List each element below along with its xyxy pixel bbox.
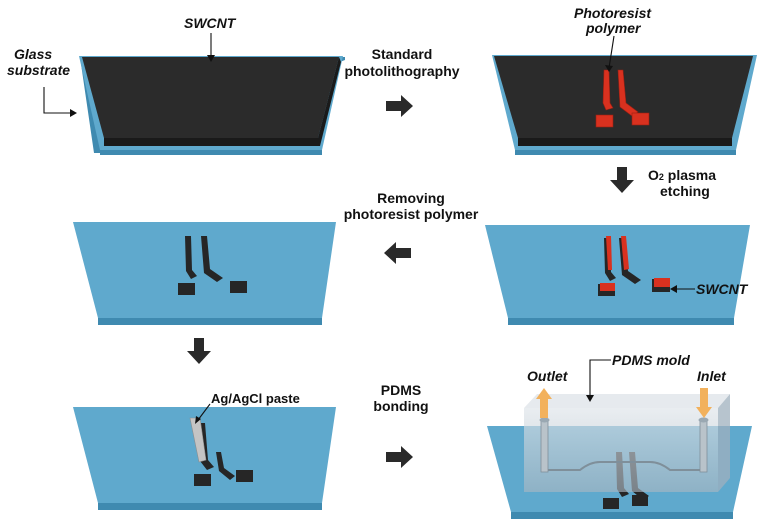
photoresist-leader xyxy=(608,35,615,69)
panel-3-etched xyxy=(485,225,750,325)
photoresist-leader-head xyxy=(605,65,613,72)
swcnt-film-front xyxy=(518,138,732,146)
agagcl-leader xyxy=(197,403,211,421)
step-removing-line2: photoresist polymer xyxy=(343,206,479,222)
microfluidic-channel xyxy=(545,461,705,471)
swcnt-film-front xyxy=(104,138,318,146)
panel-5-agagcl xyxy=(73,407,336,510)
leader-lines xyxy=(43,33,695,424)
arrow-left-1 xyxy=(384,242,411,264)
swcnt-film-top xyxy=(82,57,339,138)
pdms-mold-body xyxy=(524,408,718,492)
etched-swcnt-with-photoresist xyxy=(598,236,670,296)
step-o2-plasma-line1: O2 plasma xyxy=(648,168,716,183)
inlet-label: Inlet xyxy=(697,368,726,384)
panel-6-pdms-device xyxy=(487,388,752,519)
glass-substrate-front xyxy=(98,318,322,325)
step-removing-line1: Removing xyxy=(377,190,445,206)
photoresist-label-line2: polymer xyxy=(586,20,641,36)
agagcl-paste-label: Ag/AgCl paste xyxy=(211,391,300,406)
process-arrows xyxy=(187,95,634,468)
glass-label-line2: substrate xyxy=(7,62,71,78)
swcnt-top-leader-head xyxy=(207,55,215,62)
inlet-port xyxy=(698,417,709,473)
swcnt-mid-leader-head xyxy=(670,285,677,293)
glass-substrate-front xyxy=(98,503,322,510)
step-pdms-line1: PDMS xyxy=(380,382,422,398)
photoresist-pattern xyxy=(595,69,650,128)
panel-2-photoresist xyxy=(492,55,757,155)
pdms-mold-leader xyxy=(589,359,611,398)
glass-label-line1: Glass xyxy=(14,46,53,62)
glass-substrate-top xyxy=(485,225,750,318)
photoresist-label-line1: Photoresist xyxy=(574,5,652,21)
step-photolithography-line2: photolithography xyxy=(344,63,460,79)
arrow-right-1 xyxy=(386,95,413,117)
glass-substrate-front xyxy=(515,150,736,155)
pdms-mold-side xyxy=(718,394,730,492)
inlet-flow-arrow xyxy=(696,388,712,418)
step-o2-plasma-line2: etching xyxy=(660,183,710,199)
pdms-mold-leader-head xyxy=(586,395,594,402)
swcnt-label-mid: SWCNT xyxy=(696,281,748,297)
o2-prefix: O xyxy=(648,167,659,183)
o2-suffix: plasma xyxy=(663,167,717,183)
outlet-flow-arrow xyxy=(536,388,552,418)
step-photolithography-line1: Standard xyxy=(371,46,433,62)
swcnt-electrodes xyxy=(178,236,247,295)
glass-substrate-front xyxy=(511,512,733,519)
outlet-port xyxy=(539,417,550,473)
glass-leader xyxy=(43,87,72,114)
glass-substrate-front xyxy=(100,150,322,155)
step-pdms-line2: bonding xyxy=(373,398,429,414)
glass-leader-head xyxy=(70,109,77,117)
swcnt-film-right xyxy=(318,57,341,146)
arrow-right-2 xyxy=(386,446,413,468)
panel-4-electrodes xyxy=(73,222,336,325)
arrow-down-1 xyxy=(610,167,634,193)
arrow-down-2 xyxy=(187,338,211,364)
o2-subscript: 2 xyxy=(658,172,664,182)
glass-substrate-front xyxy=(508,318,734,325)
pdms-mold-top xyxy=(524,394,730,408)
outlet-label: Outlet xyxy=(527,368,568,384)
agagcl-leader-head xyxy=(195,416,201,424)
panel-1-substrate xyxy=(79,56,345,155)
pdms-mold-label: PDMS mold xyxy=(612,352,690,368)
swcnt-label-top: SWCNT xyxy=(184,15,236,31)
